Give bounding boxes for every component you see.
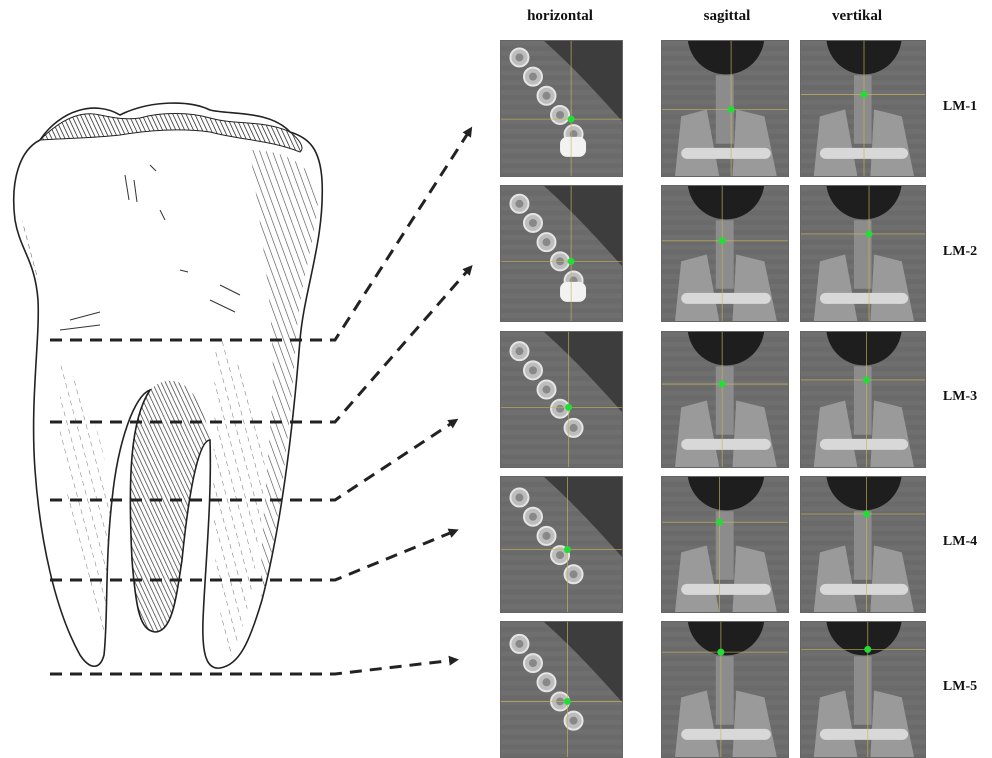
scan-sagittal-lm-5 — [661, 621, 789, 758]
scan-horizontal-lm-5 — [500, 621, 623, 758]
landmark-marker — [866, 230, 873, 237]
row-label-lm-1: LM-1 — [925, 99, 992, 115]
landmark-marker — [863, 510, 870, 517]
landmark-marker — [864, 646, 871, 653]
landmark-marker — [861, 91, 868, 98]
scan-vertikal-lm-3 — [800, 331, 926, 468]
row-label-lm-4: LM-4 — [925, 534, 992, 550]
landmark-marker — [568, 258, 575, 265]
section-line-lm-5 — [50, 660, 455, 674]
landmark-marker — [863, 376, 870, 383]
row-label-lm-2: LM-2 — [925, 244, 992, 260]
scan-vertikal-lm-5 — [800, 621, 926, 758]
scan-horizontal-lm-2 — [500, 185, 623, 322]
column-header-horizontal: horizontal — [490, 8, 630, 25]
scan-horizontal-lm-1 — [500, 40, 623, 177]
landmark-marker — [719, 381, 726, 388]
landmark-marker — [564, 698, 571, 705]
row-label-lm-3: LM-3 — [925, 389, 992, 405]
column-header-sagittal: sagittal — [657, 8, 797, 25]
row-label-lm-5: LM-5 — [925, 679, 992, 695]
landmark-marker — [728, 106, 735, 113]
landmark-marker — [717, 649, 724, 656]
column-header-vertikal: vertikal — [787, 8, 927, 25]
scan-horizontal-lm-4 — [500, 476, 623, 613]
landmark-marker — [719, 237, 726, 244]
landmark-marker — [716, 519, 723, 526]
furcation-shading — [130, 381, 210, 632]
scan-vertikal-lm-1 — [800, 40, 926, 177]
scan-sagittal-lm-4 — [661, 476, 789, 613]
landmark-marker — [568, 116, 575, 123]
molar-tooth-illustration — [0, 0, 490, 755]
scan-vertikal-lm-4 — [800, 476, 926, 613]
scan-vertikal-lm-2 — [800, 185, 926, 322]
landmark-marker — [564, 546, 571, 553]
landmark-marker — [565, 404, 572, 411]
scan-sagittal-lm-2 — [661, 185, 789, 322]
scan-horizontal-lm-3 — [500, 331, 623, 468]
scan-sagittal-lm-1 — [661, 40, 789, 177]
scan-sagittal-lm-3 — [661, 331, 789, 468]
